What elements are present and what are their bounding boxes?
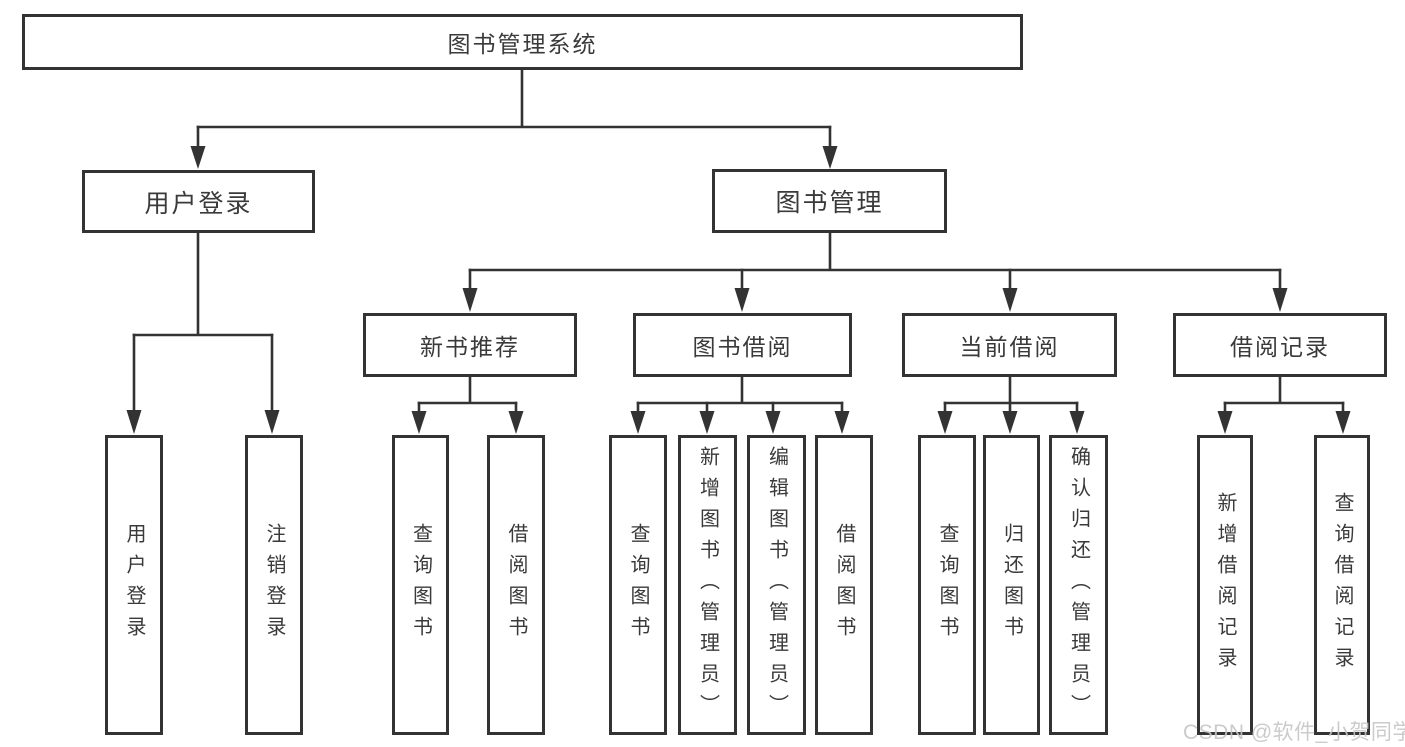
leaf-logout: 注销登录: [245, 435, 303, 735]
node-label: 图书管理系统: [447, 31, 598, 57]
node-label: 用户登录: [144, 189, 253, 218]
leaf-label: 查询图书: [936, 523, 958, 647]
leaf-query-borrow-record: 查询借阅记录: [1314, 435, 1370, 735]
leaf-label: 确认归还（管理员）: [1067, 445, 1090, 725]
leaf-return-books: 归还图书: [983, 435, 1040, 735]
node-current-borrow: 当前借阅: [902, 313, 1117, 377]
leaf-label: 查询图书: [409, 523, 432, 647]
leaf-query-books-recommend: 查询图书: [392, 435, 449, 735]
node-label: 图书管理: [775, 189, 884, 217]
node-label: 新书推荐: [420, 334, 520, 360]
leaf-add-books-admin: 新增图书（管理员）: [678, 435, 737, 735]
leaf-label: 查询借阅记录: [1331, 492, 1353, 678]
node-borrow-records: 借阅记录: [1173, 313, 1387, 377]
node-root-system: 图书管理系统: [22, 14, 1023, 70]
node-book-borrow: 图书借阅: [633, 313, 852, 377]
leaf-label: 借阅图书: [833, 523, 855, 647]
leaf-label: 归还图书: [1000, 523, 1023, 647]
leaf-add-borrow-record: 新增借阅记录: [1197, 435, 1253, 735]
leaf-label: 注销登录: [263, 523, 285, 647]
node-label: 图书借阅: [692, 334, 793, 360]
leaf-query-books-current: 查询图书: [918, 435, 976, 735]
leaf-user-login: 用户登录: [105, 435, 163, 735]
leaf-label: 新增借阅记录: [1214, 492, 1236, 678]
leaf-borrow-books: 借阅图书: [815, 435, 873, 735]
leaf-label: 查询图书: [627, 523, 649, 647]
csdn-watermark: CSDN @软件_小贺同学: [1183, 721, 1405, 744]
node-book-management: 图书管理: [712, 169, 947, 233]
node-new-book-recommend: 新书推荐: [363, 313, 577, 377]
leaf-label: 编辑图书（管理员）: [765, 445, 788, 725]
leaf-label: 新增图书（管理员）: [696, 445, 719, 725]
leaf-query-books-borrow: 查询图书: [609, 435, 667, 735]
leaf-confirm-return-admin: 确认归还（管理员）: [1049, 435, 1108, 735]
node-label: 借阅记录: [1230, 334, 1330, 360]
leaf-label: 借阅图书: [505, 523, 527, 647]
leaf-label: 用户登录: [123, 523, 145, 647]
node-label: 当前借阅: [959, 334, 1060, 360]
leaf-borrow-books-recommend: 借阅图书: [487, 435, 545, 735]
node-user-login: 用户登录: [82, 170, 315, 233]
leaf-edit-books-admin: 编辑图书（管理员）: [747, 435, 806, 735]
